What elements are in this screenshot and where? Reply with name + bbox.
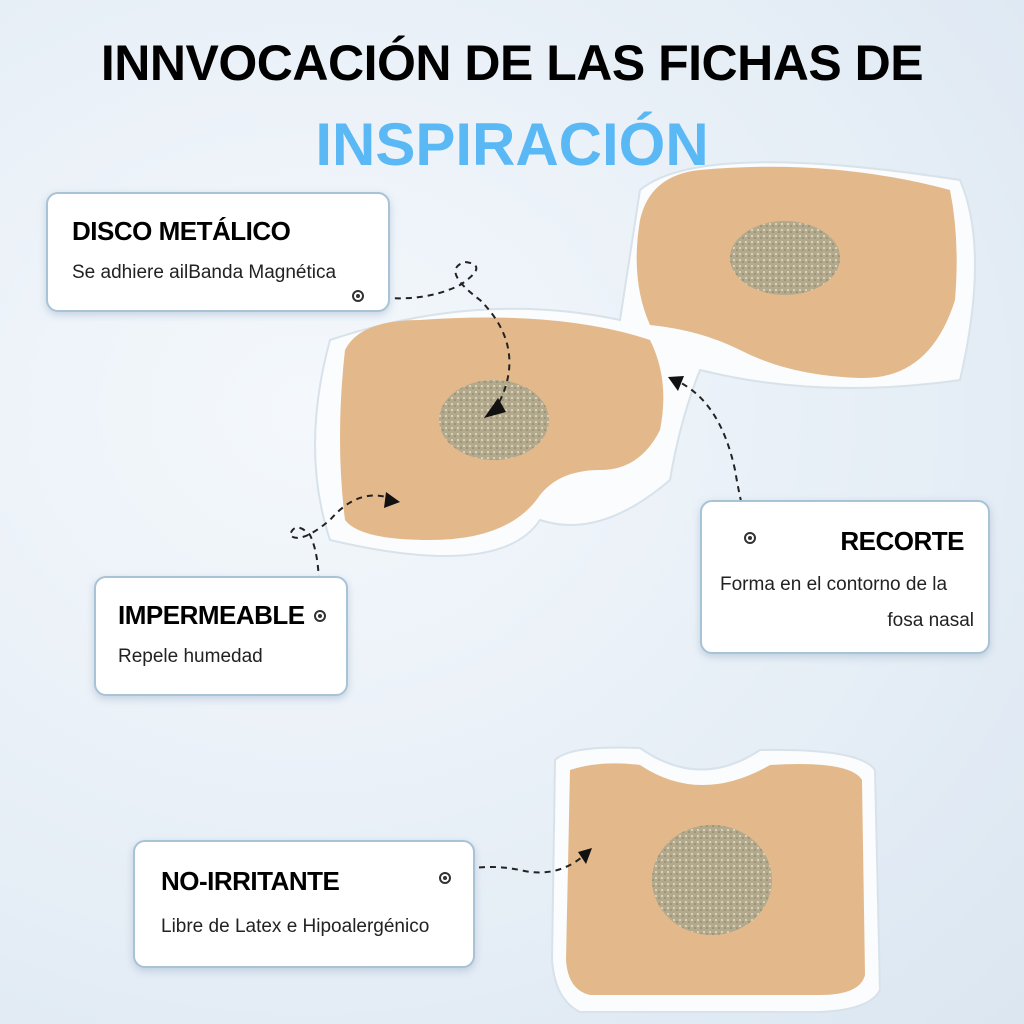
single-patch: [550, 746, 882, 1013]
feature-card-impermeable: IMPERMEABLE Repele humedad: [94, 576, 348, 696]
page-title: INNVOCACIÓN DE LAS FICHAS DE: [0, 36, 1024, 91]
title-line-1: INNVOCACIÓN DE LAS FICHAS DE: [100, 35, 924, 91]
feature-card-no-irritante: NO-IRRITANTE Libre de Latex e Hipoalergé…: [133, 840, 475, 968]
connector-dot-icon: [352, 290, 364, 302]
feature-description: Repele humedad: [118, 646, 263, 667]
double-patch: [314, 161, 976, 557]
feature-title: DISCO METÁLICO: [72, 216, 291, 246]
feature-title: NO-IRRITANTE: [161, 866, 340, 896]
feature-title: RECORTE: [840, 526, 964, 556]
connector-dot-icon: [439, 872, 451, 884]
connector-dot-icon: [314, 610, 326, 622]
feature-description: Se adhiere ailBanda Magnética: [72, 262, 337, 283]
page-subtitle: INSPIRACIÓN: [0, 112, 1024, 178]
metal-disc: [730, 221, 840, 295]
feature-title: IMPERMEABLE: [118, 600, 305, 630]
connector-dot-icon: [744, 532, 756, 544]
feature-description: fosa nasal: [887, 610, 974, 631]
title-line-2: INSPIRACIÓN: [315, 111, 709, 178]
arrowheads: [384, 376, 684, 864]
feature-description: Libre de Latex e Hipoalergénico: [161, 916, 430, 937]
metal-disc: [652, 825, 772, 935]
feature-card-disco-metalico: DISCO METÁLICO Se adhiere ailBanda Magné…: [46, 192, 390, 312]
feature-card-recorte: RECORTE Forma en el contorno de la fosa …: [700, 500, 990, 654]
feature-description: Forma en el contorno de la: [720, 574, 948, 595]
metal-disc: [439, 380, 549, 460]
